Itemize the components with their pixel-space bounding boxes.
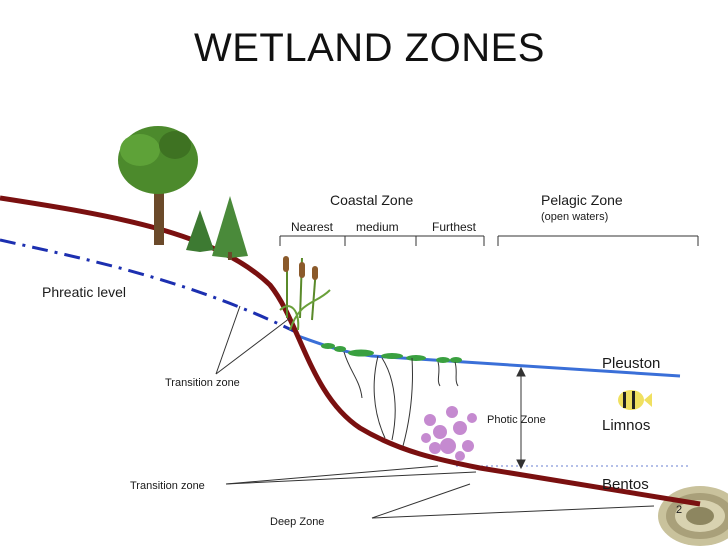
nearest-label: Nearest [291,220,334,234]
pelagic-zone-bracket [497,235,699,246]
photic-zone-arrow [516,366,526,470]
coastal-zone-bracket [279,235,485,246]
transition-zone-upper-label: Transition zone [165,377,240,389]
ground-profile [0,195,701,507]
phreatic-line [0,238,301,336]
tree-icon [118,126,198,245]
transition-zone-lower-label: Transition zone [130,480,205,492]
fish-icon [618,390,652,410]
limnos-label: Limnos [602,417,651,434]
medium-label: medium [356,220,399,234]
deep-zone-pointers [371,483,655,519]
shell-icon [658,486,728,546]
tree-icon [186,196,248,260]
transition-zone-lower-pointers [225,465,477,485]
root-lines [343,351,459,447]
phreatic-level-label: Phreatic level [42,284,127,300]
floating-leaf-icon [321,343,462,363]
transition-zone-upper-pointers [215,305,291,375]
bentos-label: Bentos [602,476,649,493]
page-title: WETLAND ZONES [194,26,545,70]
algae-icon [421,406,477,461]
pelagic-zone-label: Pelagic Zone [541,192,623,208]
deep-zone-label: Deep Zone [270,516,325,528]
open-waters-label: (open waters) [541,211,609,223]
photic-zone-label: Photic Zone [487,414,546,426]
pleuston-label: Pleuston [602,355,661,372]
reed-plant-icon [279,256,331,331]
page-number: 2 [676,504,683,516]
furthest-label: Furthest [432,220,477,234]
coastal-zone-label: Coastal Zone [330,192,414,208]
